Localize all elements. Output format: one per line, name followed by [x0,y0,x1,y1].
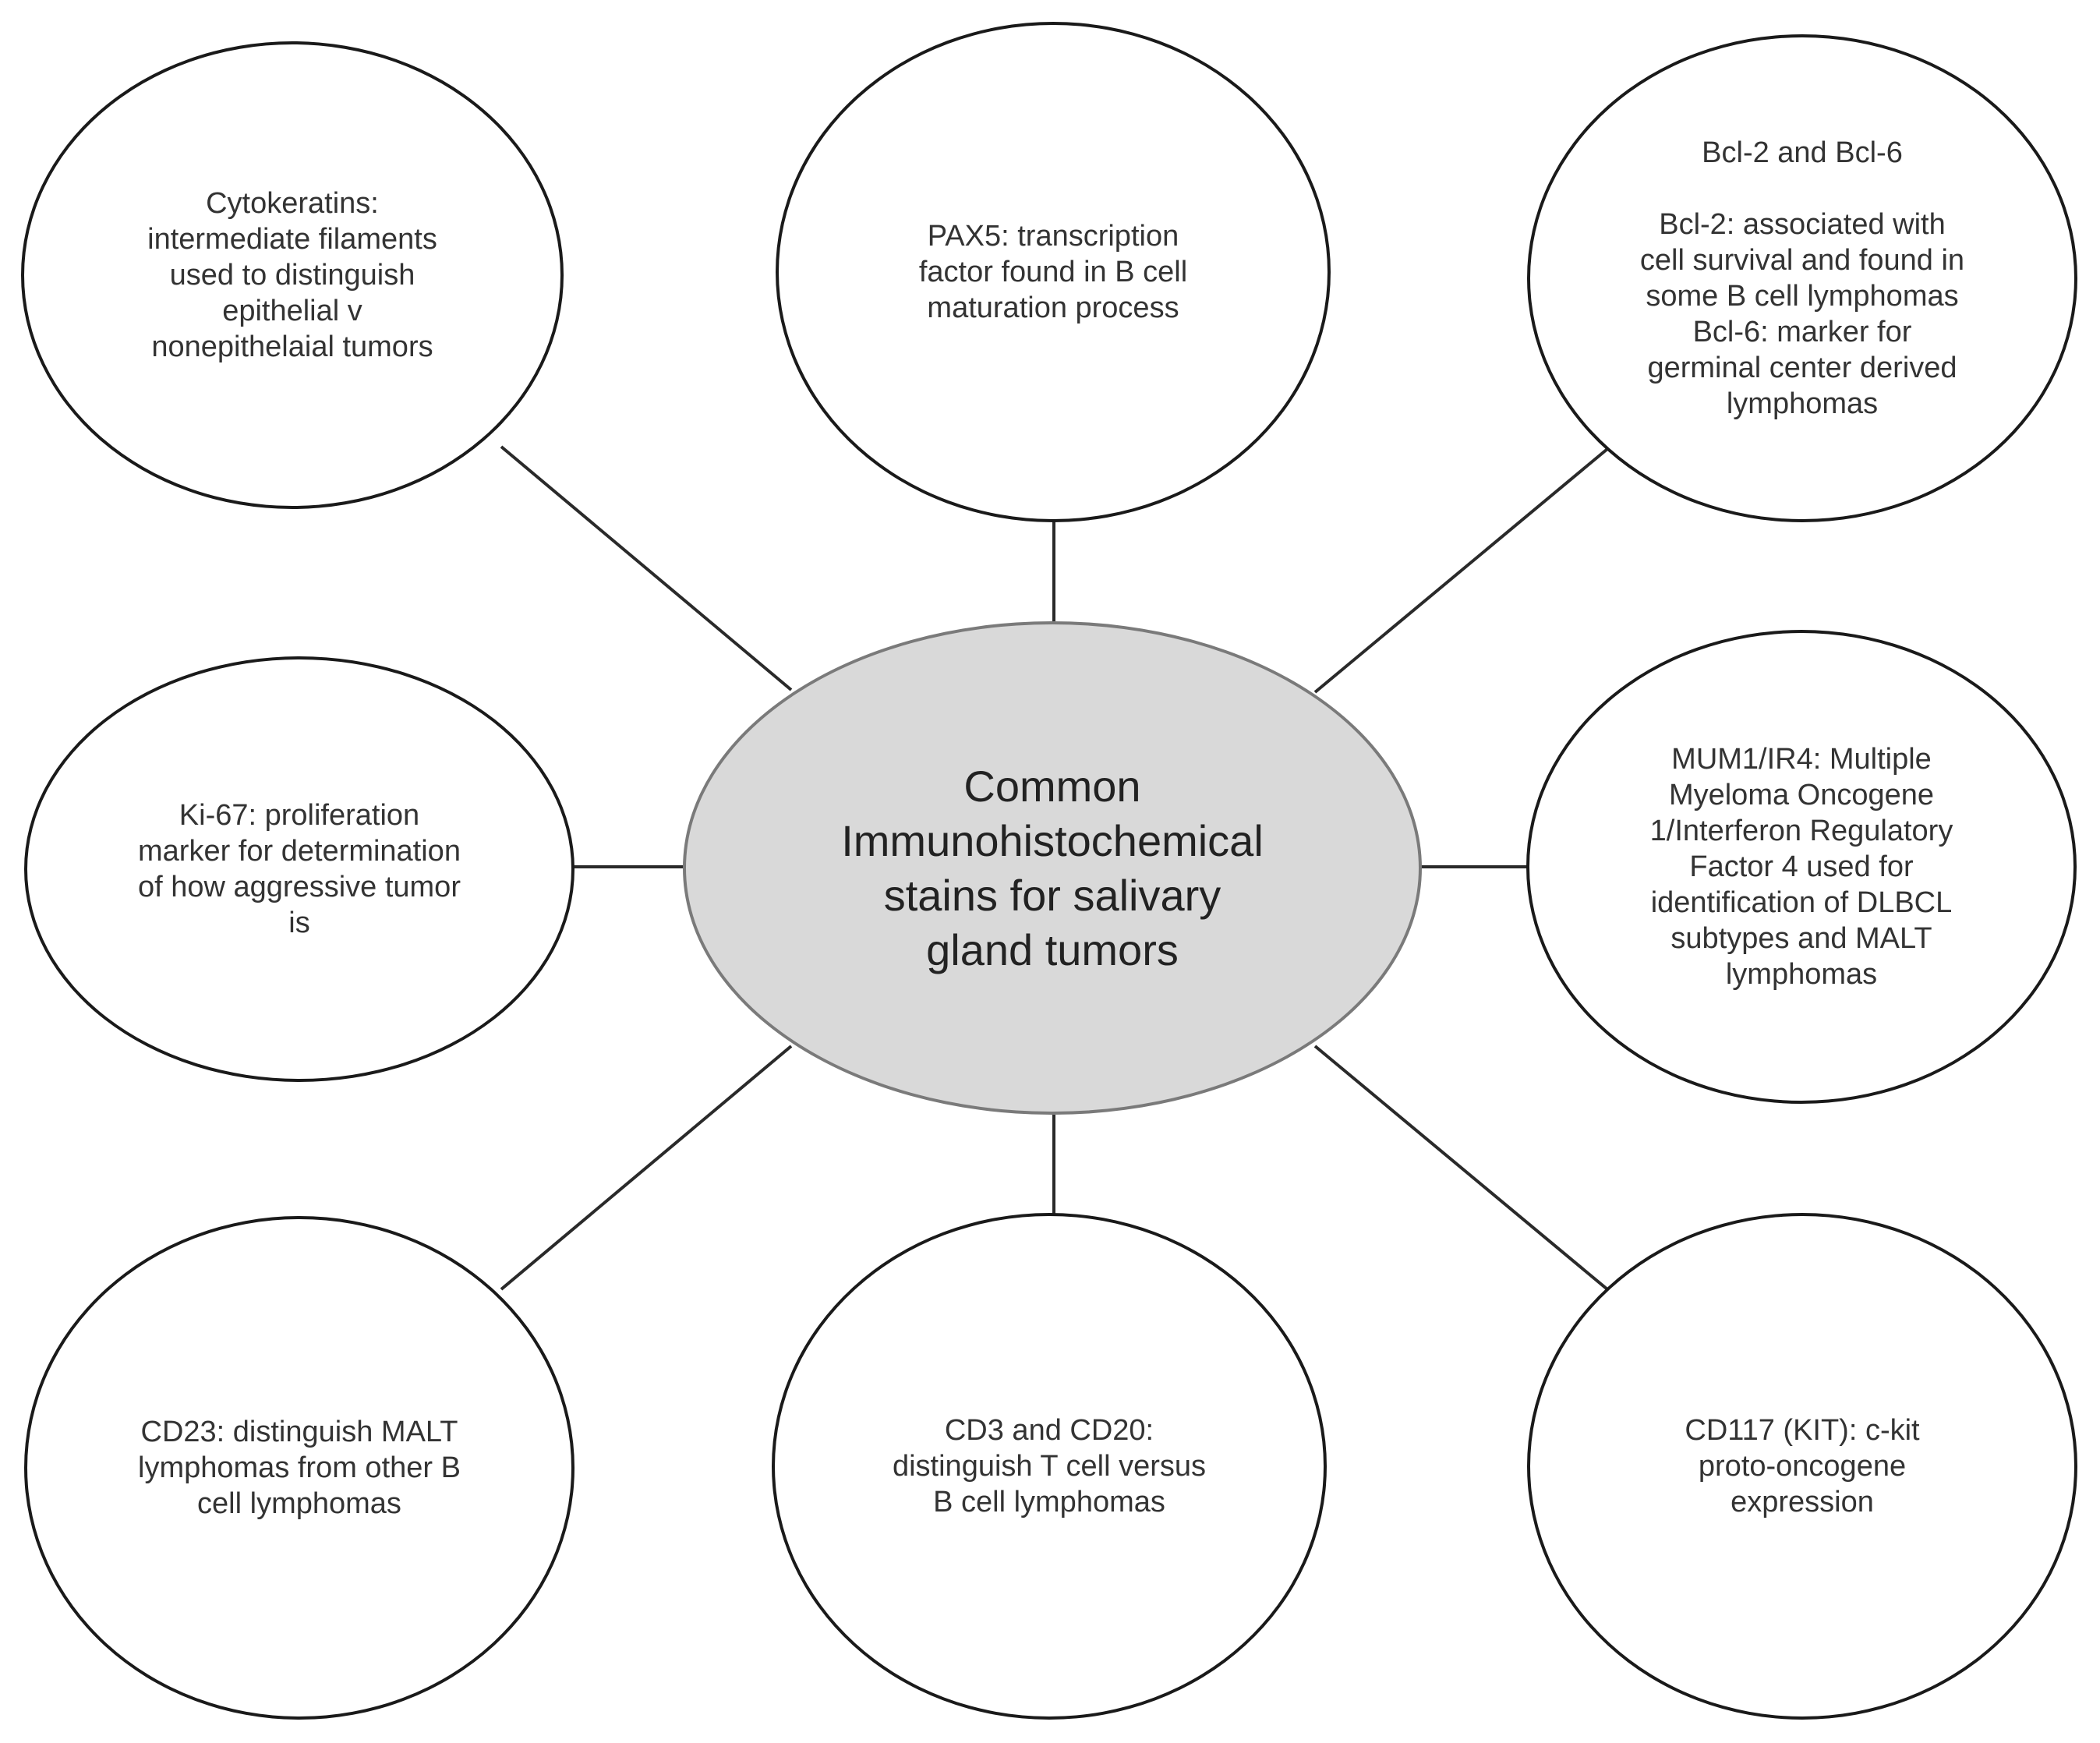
node-ki67: Ki-67: proliferation marker for determin… [24,656,574,1082]
node-cd23-text: CD23: distinguish MALT lymphomas from ot… [138,1416,461,1520]
node-cd3-cd20-text: CD3 and CD20: distinguish T cell versus … [892,1414,1206,1518]
connector-cd117 [1313,1045,1609,1291]
node-cd117-text: CD117 (KIT): c-kit proto-oncogene expres… [1685,1414,1920,1518]
node-cd23: CD23: distinguish MALT lymphomas from ot… [24,1216,574,1720]
node-pax5-text: PAX5: transcription factor found in B ce… [918,220,1188,324]
node-pax5: PAX5: transcription factor found in B ce… [776,22,1331,522]
connector-cd23 [500,1045,793,1291]
connector-cytokeratins [500,445,793,691]
node-cytokeratins: Cytokeratins: intermediate filaments use… [21,41,564,509]
node-ki67-text: Ki-67: proliferation marker for determin… [138,799,461,939]
node-cd3-cd20: CD3 and CD20: distinguish T cell versus … [772,1213,1327,1720]
node-mum1: MUM1/IR4: Multiple Myeloma Oncogene 1/In… [1526,630,2077,1104]
node-mum1-text: MUM1/IR4: Multiple Myeloma Oncogene 1/In… [1649,743,1953,991]
central-topic-node: Common Immunohistochemical stains for sa… [683,621,1422,1115]
central-topic-text: Common Immunohistochemical stains for sa… [841,761,1264,974]
node-cytokeratins-text: Cytokeratins: intermediate filaments use… [147,187,437,363]
node-bcl: Bcl-2 and Bcl-6 Bcl-2: associated with c… [1527,34,2077,522]
connector-bcl [1313,447,1609,694]
node-cd117: CD117 (KIT): c-kit proto-oncogene expres… [1527,1213,2077,1720]
node-bcl-text: Bcl-2 and Bcl-6 Bcl-2: associated with c… [1639,136,1965,420]
